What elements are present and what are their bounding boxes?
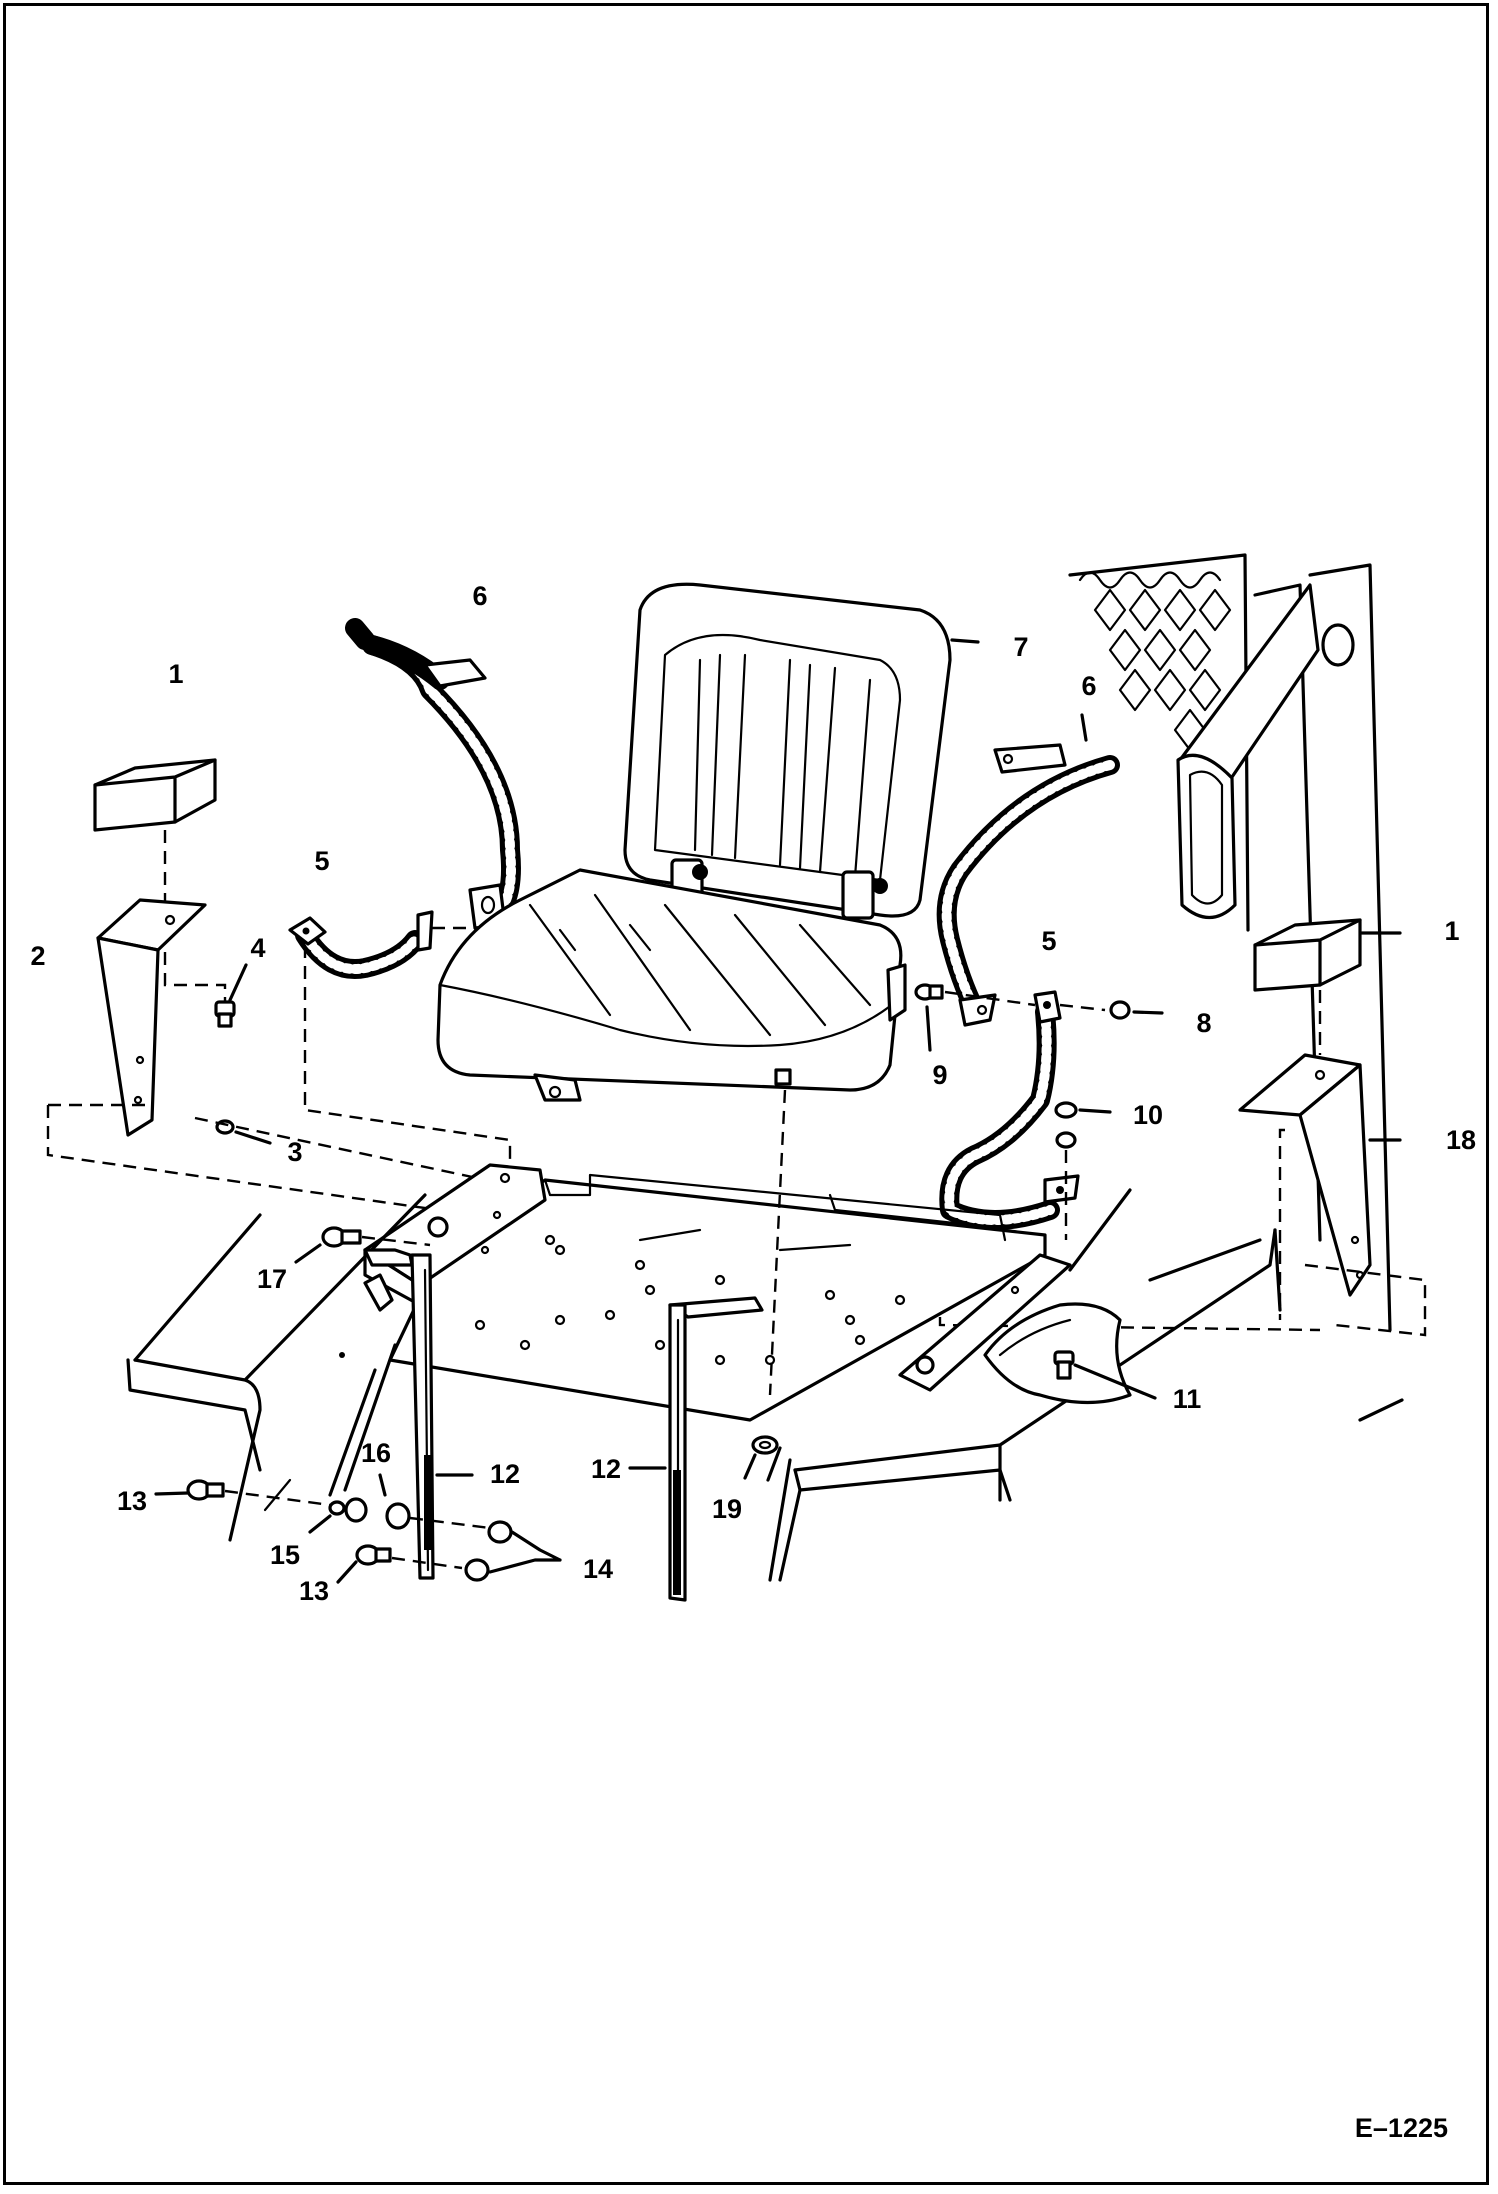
callout-5-left: 5 (314, 846, 329, 876)
part-13-bolt-lower (355, 1544, 392, 1566)
callout-10: 10 (1133, 1100, 1163, 1130)
part-1-cap-right (1253, 918, 1362, 992)
part-12-rod-left (363, 1248, 435, 1580)
part-9-bolt (914, 983, 944, 1001)
drawing-code: E–1225 (1354, 2113, 1448, 2143)
part-13-bolt-upper (186, 1479, 225, 1501)
callout-13-lower: 13 (299, 1576, 329, 1606)
callout-12-right: 12 (591, 1454, 621, 1484)
callout-1-left: 1 (168, 659, 183, 689)
callout-1-right: 1 (1444, 916, 1459, 946)
callout-13-upper: 13 (117, 1486, 147, 1516)
part-10-washer (1054, 1101, 1078, 1149)
callout-8: 8 (1196, 1008, 1211, 1038)
part-16-washer (344, 1497, 411, 1530)
callout-17: 17 (257, 1264, 287, 1294)
left-fender (126, 1193, 427, 1542)
callout-14: 14 (583, 1554, 613, 1584)
callout-18: 18 (1446, 1125, 1476, 1155)
callout-5-right: 5 (1041, 926, 1056, 956)
part-2-bracket-left (96, 898, 207, 1137)
part-8-nut (1109, 1000, 1131, 1020)
callout-2: 2 (30, 941, 45, 971)
callout-12-left: 12 (490, 1459, 520, 1489)
part-11-bolt (1053, 1350, 1075, 1380)
part-14-cap (464, 1520, 513, 1582)
part-6-seat-belt-left (345, 618, 521, 930)
callout-9: 9 (932, 1060, 947, 1090)
part-6-seat-belt-right (936, 743, 1120, 1027)
part-5-belt-anchor-right (939, 990, 1080, 1230)
part-17-bolt (321, 1226, 362, 1248)
part-12-rod-right (668, 1296, 764, 1602)
callout-19: 19 (712, 1494, 742, 1524)
right-fender (768, 1228, 1282, 1582)
callout-4: 4 (250, 933, 265, 963)
right-side-panel (1176, 563, 1404, 1422)
callout-15: 15 (270, 1540, 300, 1570)
callout-labels: 1 1 2 3 4 5 5 6 6 7 8 9 10 11 12 12 13 1… (30, 581, 1476, 1606)
callout-11: 11 (1173, 1384, 1202, 1414)
callout-7: 7 (1013, 632, 1028, 662)
part-1-cap-left (93, 758, 217, 832)
callout-6-right: 6 (1081, 671, 1096, 701)
part-19-bolt (751, 1435, 779, 1455)
callout-3: 3 (287, 1137, 302, 1167)
drawing-frame (3, 3, 1489, 2185)
part-18-bracket-right (1238, 1053, 1372, 1297)
part-7-seat (436, 582, 952, 1102)
right-mount-rail (898, 1188, 1132, 1392)
part-4-bolt (214, 1000, 236, 1028)
part-15-washer (328, 1500, 346, 1516)
callout-16: 16 (361, 1438, 391, 1468)
callout-6-left: 6 (472, 581, 487, 611)
part-5-belt-anchor-left (288, 910, 434, 979)
